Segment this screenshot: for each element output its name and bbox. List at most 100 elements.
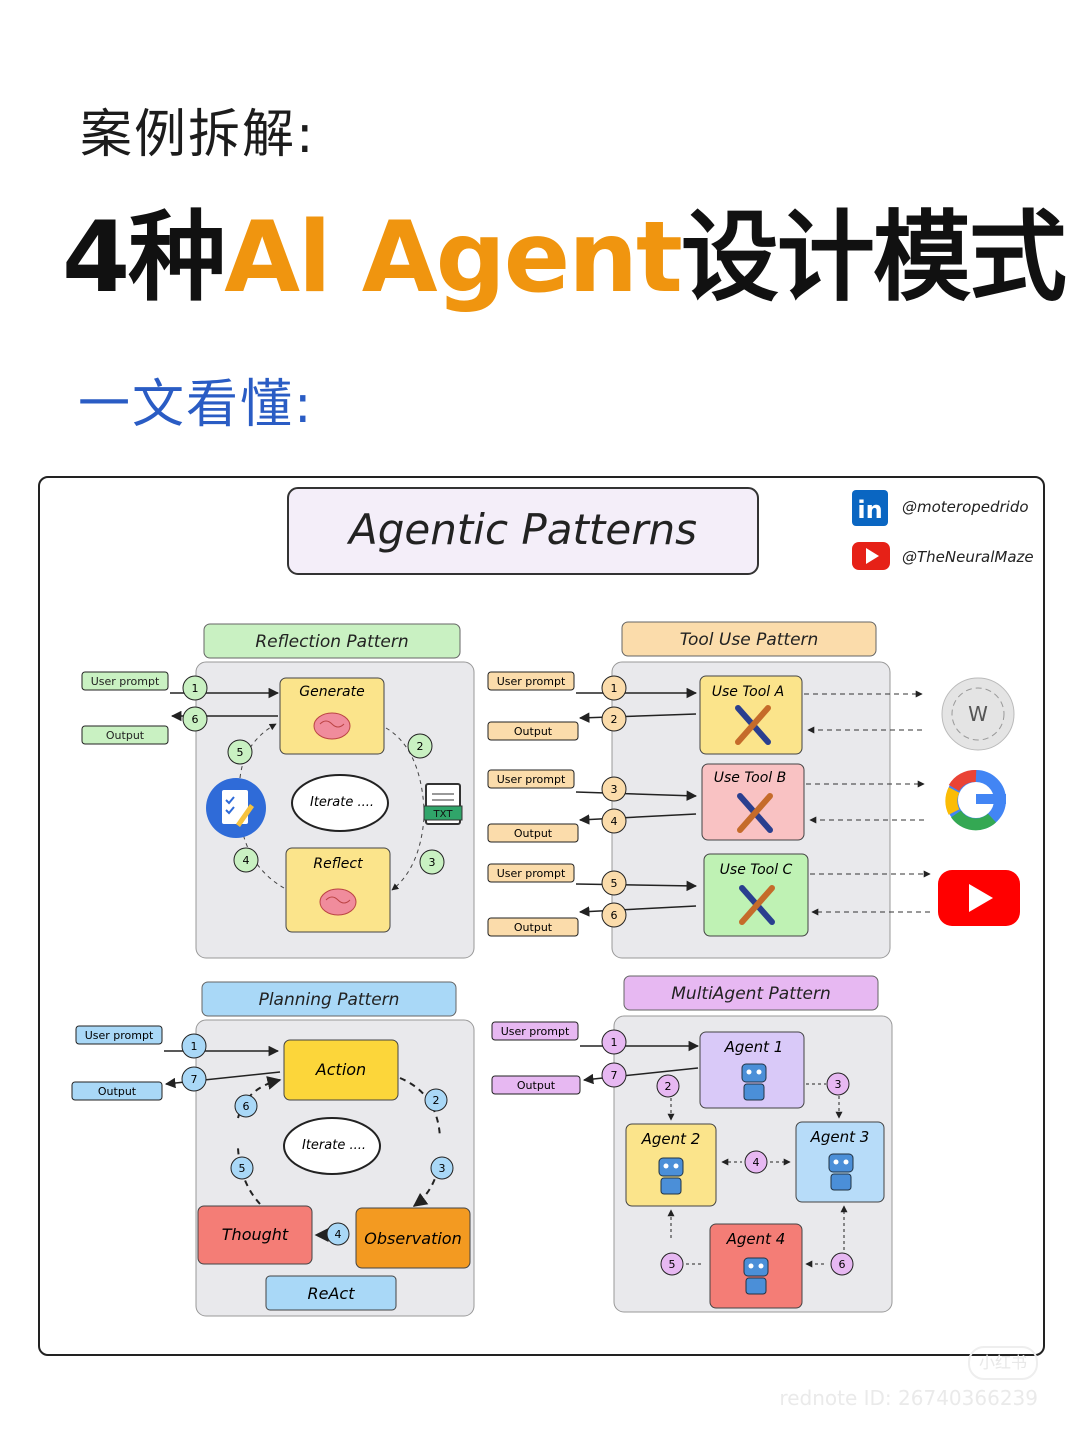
- planning-step-2: [424, 1088, 448, 1112]
- tool-step-4-label: 4: [611, 815, 618, 828]
- agentic-patterns-diagram: Agentic Patterns in @moteropedrido @TheN…: [71, 487, 1034, 1317]
- tool-c-label: Use Tool C: [720, 862, 793, 878]
- agent-4-label: Agent 4: [726, 1230, 786, 1248]
- reflection-iterate-loop: [291, 774, 389, 832]
- planning-step-7-label: 7: [191, 1073, 198, 1086]
- reflection-step-5: [227, 739, 253, 765]
- svg-text:W: W: [968, 702, 988, 726]
- tool-step-1-label: 1: [611, 682, 618, 695]
- tool-user-prompt-3: [487, 863, 575, 883]
- reflection-title: Reflection Pattern: [255, 632, 408, 652]
- reflection-step-6: [182, 706, 208, 732]
- reflection-user-prompt: [81, 671, 169, 691]
- multiagent-user-prompt: [491, 1021, 579, 1041]
- tool-step-3-label: 3: [611, 783, 618, 796]
- reflection-step-2-label: 2: [417, 740, 424, 753]
- planning-step-3-label: 3: [439, 1162, 446, 1175]
- tool-step-1: [601, 675, 627, 701]
- text-file-icon: TXT: [423, 783, 463, 825]
- reflection-step-4-label: 4: [243, 854, 250, 867]
- reflection-iterate-label: Iterate ....: [310, 795, 374, 810]
- multiagent-title-box: [623, 975, 879, 1011]
- tool-use-title-box: [621, 621, 877, 657]
- tool-output-2: [487, 823, 579, 843]
- tool-c-box: [703, 853, 809, 937]
- tool-output-1: [487, 721, 579, 741]
- multiagent-step-3: [826, 1072, 850, 1096]
- thought-label: Thought: [222, 1225, 289, 1244]
- multiagent-step-6: [830, 1252, 854, 1276]
- reflection-step-1-label: 1: [192, 682, 199, 695]
- tool-step-5: [601, 870, 627, 896]
- react-box: [265, 1275, 397, 1311]
- robot-icon: [828, 1153, 854, 1191]
- multiagent-step-6-label: 6: [839, 1258, 846, 1271]
- reflection-step-3: [419, 849, 445, 875]
- brain-icon: [319, 888, 357, 916]
- tool-user-prompt-2: [487, 769, 575, 789]
- reflection-step-4: [233, 847, 259, 873]
- planning-step-3: [430, 1156, 454, 1180]
- planning-output: [71, 1081, 163, 1101]
- planning-step-2-label: 2: [433, 1094, 440, 1107]
- tool-step-5-label: 5: [611, 877, 618, 890]
- watermark-id: rednote ID: 26740366239: [779, 1386, 1038, 1410]
- planning-step-4: [326, 1222, 350, 1246]
- youtube-icon: [852, 542, 890, 570]
- action-box: [283, 1039, 399, 1101]
- planning-step-5-label: 5: [239, 1162, 246, 1175]
- planning-user-prompt: [75, 1025, 163, 1045]
- multiagent-step-5: [660, 1252, 684, 1276]
- multiagent-step-4: [744, 1150, 768, 1174]
- tool-a-box: [699, 675, 803, 755]
- wikipedia-icon: W: [941, 677, 1015, 751]
- planning-step-7: [181, 1066, 207, 1092]
- diagram-title: Agentic Patterns: [346, 505, 697, 554]
- tool-output-1-label: Output: [514, 725, 553, 738]
- reflection-step-6-label: 6: [192, 713, 199, 726]
- reflection-output-label: Output: [106, 729, 145, 742]
- planning-title: Planning Pattern: [259, 990, 400, 1010]
- header-title-part-1: 4种: [62, 201, 226, 315]
- multiagent-output: [491, 1075, 581, 1095]
- multiagent-user-prompt-label: User prompt: [501, 1025, 570, 1038]
- linkedin-handle: @moteropedrido: [902, 498, 1029, 516]
- multiagent-step-2: [656, 1074, 680, 1098]
- header-line-1: 案例拆解:: [80, 105, 316, 165]
- planning-iterate-label: Iterate ....: [302, 1138, 366, 1153]
- reflection-step-1: [182, 675, 208, 701]
- agent-1-label: Agent 1: [724, 1038, 784, 1056]
- planning-step-1-label: 1: [191, 1040, 198, 1053]
- robot-icon: [658, 1157, 684, 1195]
- planning-step-5: [230, 1156, 254, 1180]
- tool-step-2: [601, 706, 627, 732]
- linkedin-icon: in: [852, 490, 888, 526]
- reflect-label: Reflect: [313, 856, 363, 872]
- wrench-icon: [737, 793, 773, 833]
- google-icon: [945, 770, 1006, 831]
- tool-user-prompt-3-label: User prompt: [497, 867, 566, 880]
- tool-a-label: Use Tool A: [712, 684, 784, 700]
- tool-output-3-label: Output: [514, 921, 553, 934]
- reflection-step-2: [407, 733, 433, 759]
- multiagent-step-1: [601, 1029, 627, 1055]
- multiagent-step-3-label: 3: [835, 1078, 842, 1091]
- observation-label: Observation: [364, 1229, 461, 1248]
- tool-step-6-label: 6: [611, 909, 618, 922]
- tool-user-prompt-1: [487, 671, 575, 691]
- action-label: Action: [315, 1060, 366, 1079]
- multiagent-step-1-label: 1: [611, 1036, 618, 1049]
- header-subtitle: 一文看懂:: [78, 375, 314, 435]
- header-title: 4种Al Agent设计模式: [62, 178, 1067, 320]
- tool-user-prompt-1-label: User prompt: [497, 675, 566, 688]
- multiagent-step-7-label: 7: [611, 1069, 618, 1082]
- tool-b-label: Use Tool B: [714, 770, 787, 786]
- planning-title-box: [201, 981, 457, 1017]
- tool-output-3: [487, 917, 579, 937]
- thought-box: [197, 1205, 313, 1265]
- tool-output-2-label: Output: [514, 827, 553, 840]
- title-box: [287, 487, 759, 575]
- multiagent-step-4-label: 4: [753, 1156, 760, 1169]
- tool-step-4: [601, 808, 627, 834]
- planning-user-prompt-label: User prompt: [85, 1029, 154, 1042]
